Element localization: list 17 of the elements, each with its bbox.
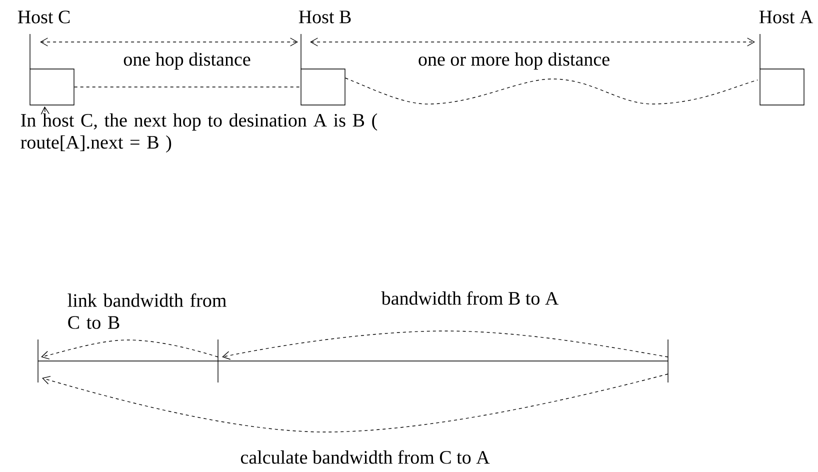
edge-label: calculate bandwidth from C to A [239, 449, 491, 465]
arrow [41, 340, 218, 360]
host-label: Host A [759, 10, 814, 24]
arrow [222, 330, 668, 360]
connector-line [74, 86, 301, 88]
dimension-label: one hop distance [124, 52, 250, 70]
edge-label: link bandwidth from C to B [66, 292, 238, 330]
dimension-label: one or more hop distance [418, 52, 610, 70]
connector-line [218, 360, 668, 362]
edge-label: bandwidth from B to A [380, 290, 560, 306]
connector-line [38, 360, 218, 362]
note-text: In host C, the next hop to desination A is B ( route[A].next = B ) [20, 113, 378, 153]
arrow [40, 106, 50, 115]
host-label: Host C [18, 10, 70, 24]
connector-line [345, 78, 758, 104]
arrow [42, 374, 668, 432]
host-label: Host B [298, 10, 351, 24]
